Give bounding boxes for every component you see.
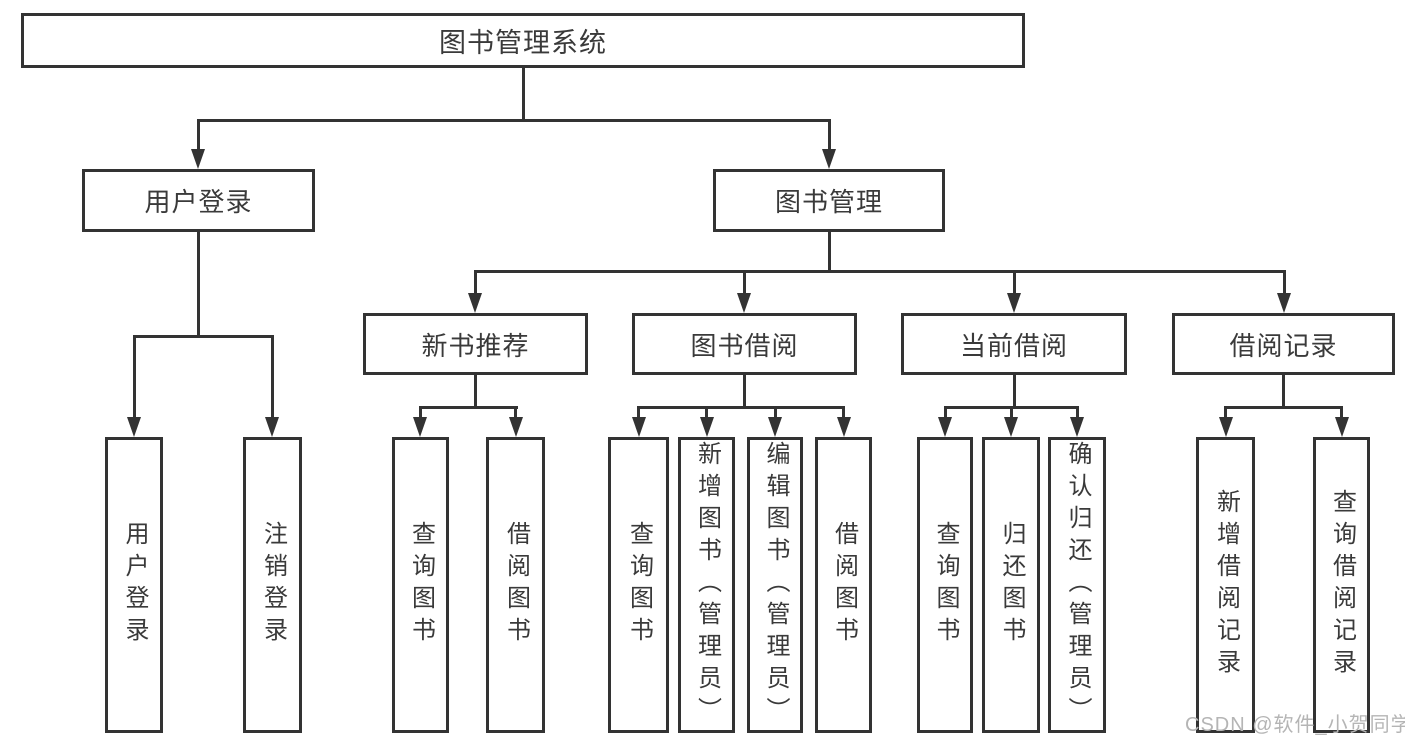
arrowhead-down-icon <box>768 417 782 437</box>
connector-line <box>514 406 517 419</box>
connector-line <box>743 375 746 406</box>
arrowhead-down-icon <box>836 417 851 437</box>
leaf-bb-edit-books: 编辑图书（管理员） <box>747 437 803 733</box>
leaf-rec-borrow-books-label: 借阅图书 <box>502 521 530 649</box>
node-book-management-label: 图书管理 <box>774 187 883 217</box>
connector-line <box>827 232 831 270</box>
connector-line <box>842 406 845 419</box>
node-user-login: 用户登录 <box>82 169 315 232</box>
arrowhead-down-icon <box>938 417 952 437</box>
node-book-borrow-label: 图书借阅 <box>690 330 799 361</box>
arrowhead-down-icon <box>265 417 279 437</box>
connector-line <box>637 406 640 419</box>
connector-line <box>1340 406 1343 419</box>
node-book-management: 图书管理 <box>713 169 945 232</box>
connector-line <box>1224 406 1227 419</box>
connector-line <box>270 335 274 419</box>
connector-line <box>473 270 477 295</box>
connector-line <box>827 119 831 151</box>
arrowhead-down-icon <box>1218 417 1233 437</box>
leaf-br-add-record-label: 新增借阅记录 <box>1212 489 1240 681</box>
arrowhead-down-icon <box>508 417 523 437</box>
arrowhead-down-icon <box>822 149 836 169</box>
arrowhead-down-icon <box>127 417 141 437</box>
leaf-bb-edit-books-label: 编辑图书（管理员） <box>762 441 789 729</box>
leaf-bb-add-books: 新增图书（管理员） <box>678 437 735 733</box>
node-borrow-records: 借阅记录 <box>1172 313 1395 375</box>
arrowhead-down-icon <box>413 417 427 437</box>
arrowhead-down-icon <box>191 149 205 169</box>
leaf-cb-query-books-label: 查询图书 <box>932 521 959 649</box>
leaf-user-login: 用户登录 <box>105 437 163 733</box>
connector-line <box>474 375 477 406</box>
leaf-br-query-record: 查询借阅记录 <box>1313 437 1370 733</box>
leaf-rec-borrow-books: 借阅图书 <box>486 437 545 733</box>
arrowhead-down-icon <box>631 417 646 437</box>
node-new-book-recommend-label: 新书推荐 <box>421 330 530 361</box>
leaf-cb-return-books-label: 归还图书 <box>998 521 1025 649</box>
leaf-cb-query-books: 查询图书 <box>917 437 973 733</box>
connector-line <box>418 406 422 419</box>
connector-line <box>637 406 845 409</box>
connector-line <box>773 406 777 419</box>
leaf-bb-query-books: 查询图书 <box>608 437 669 733</box>
node-current-borrow-label: 当前借阅 <box>959 330 1068 361</box>
leaf-bb-borrow-books: 借阅图书 <box>815 437 872 733</box>
connector-line <box>1224 406 1343 409</box>
leaf-cb-confirm-return: 确认归还（管理员） <box>1048 437 1106 733</box>
connector-line <box>1009 406 1013 419</box>
arrowhead-down-icon <box>699 417 714 437</box>
arrowhead-down-icon <box>1070 417 1084 437</box>
connector-line <box>473 270 1286 273</box>
node-current-borrow: 当前借阅 <box>901 313 1127 375</box>
arrowhead-down-icon <box>1004 417 1018 437</box>
arrowhead-down-icon <box>1007 293 1021 313</box>
arrowhead-down-icon <box>1334 417 1349 437</box>
connector-line <box>742 270 746 295</box>
leaf-rec-query-books-label: 查询图书 <box>407 521 435 649</box>
leaf-cb-confirm-return-label: 确认归还（管理员） <box>1064 441 1091 729</box>
arrowhead-down-icon <box>1277 293 1291 313</box>
connector-line <box>521 68 525 119</box>
node-root: 图书管理系统 <box>21 13 1025 68</box>
connector-line <box>1012 270 1016 295</box>
node-borrow-records-label: 借阅记录 <box>1229 330 1338 361</box>
leaf-br-query-record-label: 查询借阅记录 <box>1328 489 1356 681</box>
node-root-label: 图书管理系统 <box>439 28 607 58</box>
connector-line <box>1282 270 1286 295</box>
leaf-bb-add-books-label: 新增图书（管理员） <box>693 441 721 729</box>
node-new-book-recommend: 新书推荐 <box>363 313 588 375</box>
arrowhead-down-icon <box>468 293 482 313</box>
connector-line <box>132 335 136 419</box>
arrowhead-down-icon <box>737 293 751 313</box>
leaf-user-login-label: 用户登录 <box>121 521 148 649</box>
leaf-cb-return-books: 归还图书 <box>982 437 1040 733</box>
node-user-login-label: 用户登录 <box>144 187 253 217</box>
connector-line <box>1012 375 1016 406</box>
leaf-bb-borrow-books-label: 借阅图书 <box>830 521 858 649</box>
leaf-br-add-record: 新增借阅记录 <box>1196 437 1255 733</box>
connector-line <box>197 232 200 335</box>
leaf-bb-query-books-label: 查询图书 <box>625 521 653 649</box>
node-book-borrow: 图书借阅 <box>632 313 857 375</box>
connector-line <box>196 119 200 151</box>
connector-line <box>1075 406 1079 419</box>
leaf-logout: 注销登录 <box>243 437 302 733</box>
connector-line <box>705 406 708 419</box>
connector-line <box>943 406 947 419</box>
connector-line <box>1282 375 1285 406</box>
connector-line <box>132 335 274 338</box>
leaf-rec-query-books: 查询图书 <box>392 437 449 733</box>
connector-line <box>196 119 831 122</box>
watermark: CSDN @软件_小贺同学 <box>1185 714 1405 736</box>
connector-line <box>418 406 518 409</box>
leaf-logout-label: 注销登录 <box>259 521 287 649</box>
